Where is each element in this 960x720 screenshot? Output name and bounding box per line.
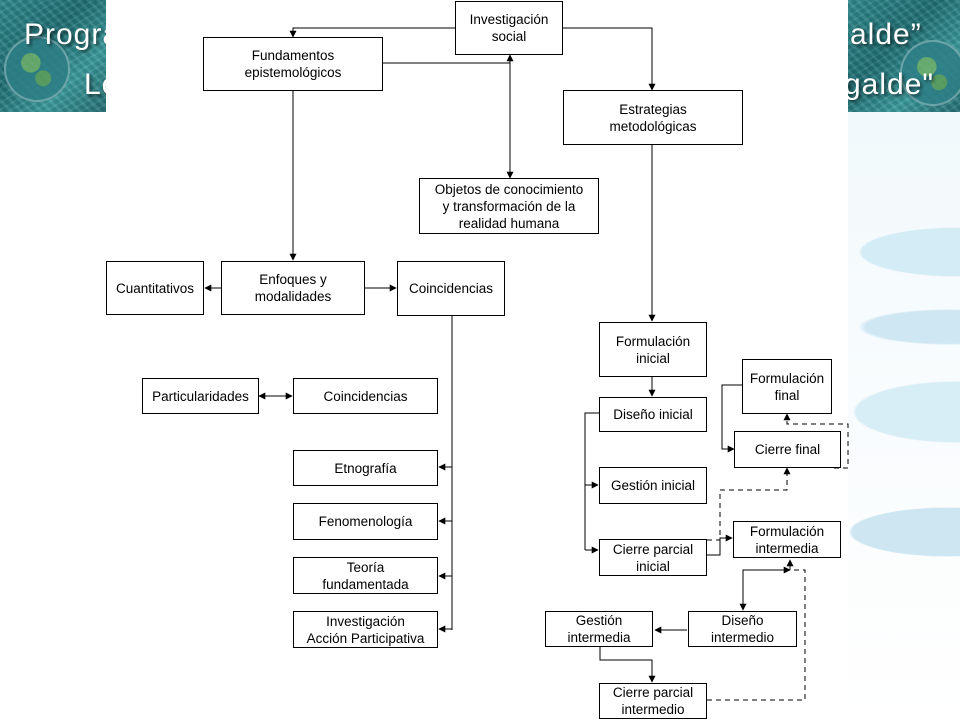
node-investigacion-social: Investigación social — [455, 1, 563, 55]
banner-left: Progra Le — [0, 0, 106, 112]
node-enfoques-modalidades: Enfoques y modalidades — [221, 261, 365, 315]
banner-right-line1: alde” — [850, 18, 922, 51]
node-etnografia: Etnografía — [293, 450, 438, 486]
node-cierre-parcial-inicial: Cierre parcial inicial — [599, 539, 707, 576]
node-diseno-inicial: Diseño inicial — [599, 397, 707, 432]
globe-logo-icon — [4, 36, 70, 102]
banner-left-line1: Progra — [24, 18, 106, 51]
node-coincidencias-top: Coincidencias — [397, 261, 505, 316]
node-diseno-intermedio: Diseño intermedio — [688, 611, 797, 647]
banner-left-line2: Le — [84, 68, 106, 101]
node-fenomenologia: Fenomenología — [293, 503, 438, 540]
node-cierre-parcial-intermedio: Cierre parcial intermedio — [599, 683, 707, 719]
node-coincidencias-mid: Coincidencias — [293, 378, 438, 414]
node-objetos-conocimiento: Objetos de conocimiento y transformación… — [419, 178, 599, 234]
node-formulacion-inicial: Formulación inicial — [599, 322, 707, 377]
banner-right: alde” galde" — [848, 0, 960, 112]
node-estrategias-metodologicas: Estrategias metodológicas — [563, 90, 743, 145]
node-particularidades: Particularidades — [142, 378, 259, 414]
node-formulacion-final: Formulación final — [742, 359, 832, 414]
node-cuantitativos: Cuantitativos — [106, 261, 204, 315]
node-formulacion-intermedia: Formulación intermedia — [733, 521, 841, 558]
node-fundamentos-epistemologicos: Fundamentos epistemológicos — [203, 37, 383, 91]
globe-logo-icon — [900, 40, 960, 106]
node-teoria-fundamentada: Teoría fundamentada — [293, 557, 438, 594]
node-investigacion-accion-participativa: Investigación Acción Participativa — [293, 611, 438, 648]
background-swoosh — [848, 112, 960, 720]
node-cierre-final: Cierre final — [734, 431, 841, 468]
banner-right-line2: galde" — [848, 68, 935, 101]
node-gestion-intermedia: Gestión intermedia — [545, 611, 653, 647]
node-gestion-inicial: Gestión inicial — [599, 467, 707, 504]
